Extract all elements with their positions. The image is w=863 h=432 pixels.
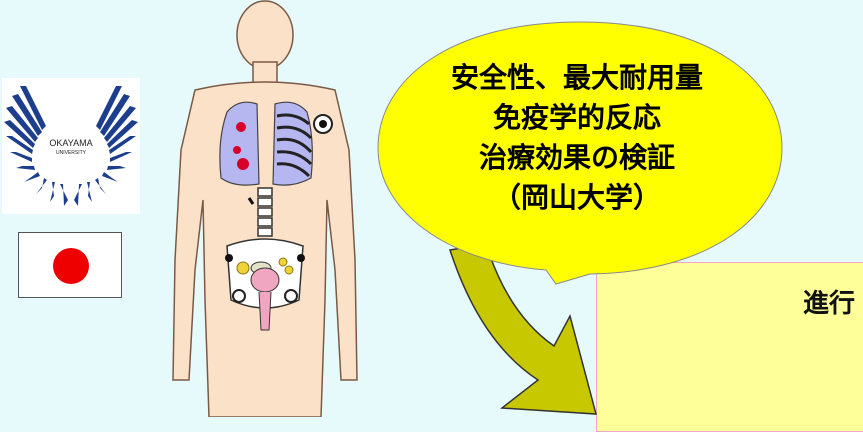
bubble-line-4: （岡山大学） [492,181,661,214]
university-logo: OKAYAMA UNIVERSITY [2,78,140,214]
speech-bubble [377,21,783,285]
logo-subtitle: UNIVERSITY [55,150,86,156]
curved-arrow-icon [449,243,597,415]
flag-circle [53,248,89,284]
speech-bubble-text: 安全性、最大耐用量 免疫学的反応 治療効果の検証 （岡山大学） [412,58,742,218]
university-emblem-icon [4,86,138,206]
japan-flag-icon [18,232,122,298]
logo-name: OKAYAMA [49,138,93,148]
bubble-line-2: 免疫学的反応 [492,101,661,134]
next-step-box: 進行 [596,262,863,432]
bubble-line-1: 安全性、最大耐用量 [450,61,703,94]
bubble-line-3: 治療効果の検証 [478,141,675,174]
human-body-diagram-icon [172,0,358,417]
next-step-text: 進行 [803,289,856,319]
